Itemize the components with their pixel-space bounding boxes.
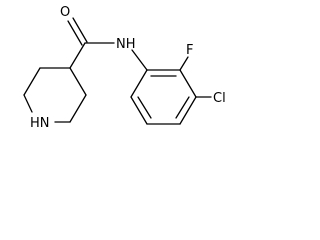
piperidine-bond-5 [69,94,87,123]
benzene-bond-2 [179,69,197,98]
piperidine-bond-3 [23,94,33,113]
bond-c-o-double-a [72,17,88,43]
bond-n-aryl [131,49,148,71]
molecule-structure: O NH F Cl HN [23,5,226,131]
bond-c-f [179,56,189,71]
piperidine-ring [23,67,87,123]
piperidine-bond-2 [23,67,41,96]
oxygen-label: O [60,5,70,20]
fluorine-label: F [186,43,193,58]
benzene-ring [130,69,197,125]
benzene-inner-double-2 [175,96,190,119]
piperidine-bond-6 [69,67,87,96]
ring-nitrogen-label: HN [30,116,50,131]
benzene-bond-6 [130,69,148,98]
chlorine-label: Cl [213,91,226,106]
bond-c-o-double-b [67,20,83,46]
carbonyl-group [67,17,115,69]
benzene-bond-5 [130,96,148,125]
bond-carbonyl-to-ring [69,42,86,69]
benzene-inner-double-3 [137,96,152,119]
amide-nitrogen-label: NH [116,37,136,52]
benzene-bond-3 [179,96,197,125]
